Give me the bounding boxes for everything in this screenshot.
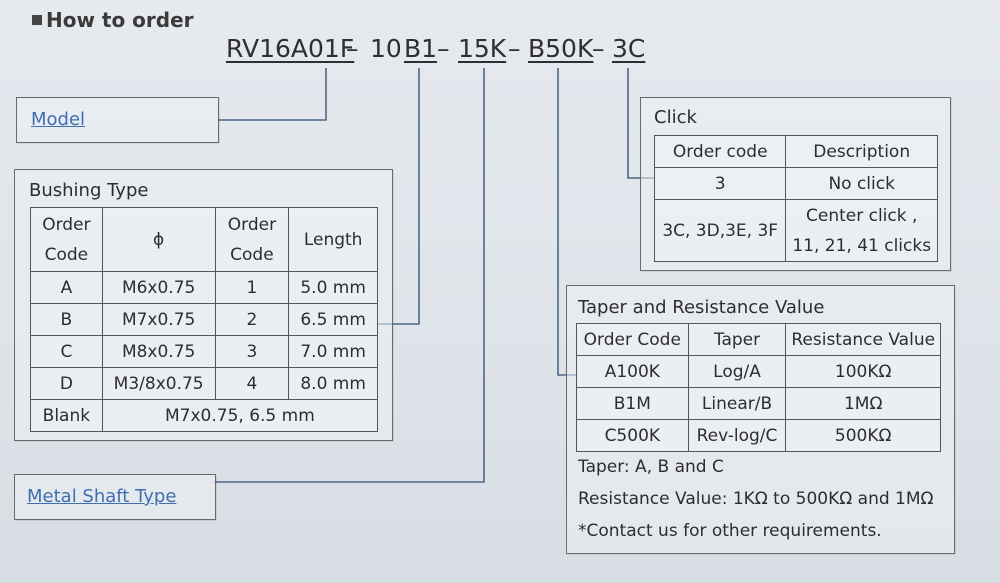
taper-resistance-table: Order Code Taper Resistance Value A100K …	[576, 323, 941, 452]
table-cell: Linear/B	[687, 387, 787, 420]
model-link[interactable]: Model	[31, 109, 86, 130]
table-cell: C500K	[576, 419, 689, 452]
table-cell: A	[30, 271, 103, 304]
table-cell: M7x0.75	[101, 303, 216, 336]
table-header-row: Order Code ϕ Order Code Length	[30, 207, 378, 272]
table-cell: 4	[214, 367, 290, 400]
click-table: Order code Description 3 No click 3C, 3D…	[653, 135, 938, 262]
header-taper: Taper	[687, 323, 787, 356]
table-cell: 6.5 mm	[288, 303, 378, 336]
table-cell: 1	[214, 271, 290, 304]
table-cell: No click	[785, 167, 938, 200]
table-cell: 3	[653, 167, 787, 200]
header-order-code: Order code	[653, 135, 787, 168]
model-box: Model	[16, 97, 219, 143]
table-row: 3C, 3D,3E, 3F Center click , 11, 21, 41 …	[653, 199, 938, 262]
table-cell: B1M	[576, 387, 689, 420]
table-row: C500K Rev-log/C 500KΩ	[576, 419, 941, 452]
bushing-type-title: Bushing Type	[29, 180, 149, 201]
taper-resistance-box: Taper and Resistance Value Order Code Ta…	[566, 285, 955, 554]
blank-value-cell: M7x0.75, 6.5 mm	[101, 399, 379, 432]
table-cell: M3/8x0.75	[101, 367, 216, 400]
bushing-type-box: Bushing Type Order Code ϕ Order Code Len…	[14, 169, 393, 441]
table-cell: 7.0 mm	[288, 335, 378, 368]
table-cell: Log/A	[687, 355, 787, 388]
part-segment-dash: –	[592, 34, 605, 63]
table-cell: A100K	[576, 355, 689, 388]
table-cell: 5.0 mm	[288, 271, 378, 304]
header-diameter: ϕ	[101, 207, 216, 272]
part-segment-taper: B50K	[528, 34, 594, 63]
table-cell: B	[30, 303, 103, 336]
table-cell: M8x0.75	[101, 335, 216, 368]
part-segment-dash: –	[437, 34, 450, 63]
table-row: Blank M7x0.75, 6.5 mm	[30, 399, 379, 432]
part-segment-dash: –	[346, 34, 359, 63]
heading-text: How to order	[46, 8, 194, 32]
taper-resistance-title: Taper and Resistance Value	[578, 297, 825, 318]
resistance-note: Resistance Value: 1KΩ to 500KΩ and 1MΩ	[578, 489, 934, 509]
part-segment-bushing: B1	[404, 34, 438, 63]
part-segment-model: RV16A01F	[226, 34, 355, 63]
contact-note: *Contact us for other requirements.	[578, 521, 882, 541]
header-description: Description	[785, 135, 938, 168]
part-segment-metal-shaft: 15K	[458, 34, 507, 63]
metal-shaft-box: Metal Shaft Type	[14, 474, 216, 520]
table-row: D M3/8x0.75 4 8.0 mm	[30, 367, 378, 400]
table-cell: C	[30, 335, 103, 368]
header-order-code: Order Code	[576, 323, 689, 356]
table-cell: Center click , 11, 21, 41 clicks	[785, 199, 938, 262]
page-heading: How to order	[32, 8, 194, 32]
table-cell: 2	[214, 303, 290, 336]
table-row: A100K Log/A 100KΩ	[576, 355, 941, 388]
table-cell: 100KΩ	[785, 355, 941, 388]
table-header-row: Order code Description	[653, 135, 938, 168]
table-cell: M6x0.75	[101, 271, 216, 304]
table-cell: 3C, 3D,3E, 3F	[653, 199, 787, 262]
table-row: A M6x0.75 1 5.0 mm	[30, 271, 378, 304]
taper-note: Taper: A, B and C	[578, 457, 724, 477]
header-order-code: Order Code	[30, 207, 103, 272]
table-cell: 1MΩ	[785, 387, 941, 420]
table-cell: Rev-log/C	[687, 419, 787, 452]
part-segment-shaft-length: 10	[370, 34, 402, 63]
table-row: B1M Linear/B 1MΩ	[576, 387, 941, 420]
metal-shaft-type-link[interactable]: Metal Shaft Type	[27, 486, 177, 507]
table-cell: 3	[214, 335, 290, 368]
square-bullet-icon	[32, 15, 42, 25]
header-length: Length	[288, 207, 378, 272]
part-segment-click: 3C	[612, 34, 646, 63]
table-row: 3 No click	[653, 167, 938, 200]
header-order-code: Order Code	[214, 207, 290, 272]
bushing-type-table: Order Code ϕ Order Code Length A M6x0.75…	[30, 207, 379, 432]
part-segment-dash: –	[508, 34, 521, 63]
table-row: B M7x0.75 2 6.5 mm	[30, 303, 378, 336]
header-resistance-value: Resistance Value	[785, 323, 941, 356]
table-cell: D	[30, 367, 103, 400]
table-cell: 8.0 mm	[288, 367, 378, 400]
blank-label-cell: Blank	[30, 399, 103, 432]
click-title: Click	[654, 107, 697, 128]
table-row: C M8x0.75 3 7.0 mm	[30, 335, 378, 368]
click-box: Click Order code Description 3 No click …	[640, 97, 951, 271]
table-header-row: Order Code Taper Resistance Value	[576, 323, 941, 356]
table-cell: 500KΩ	[785, 419, 941, 452]
